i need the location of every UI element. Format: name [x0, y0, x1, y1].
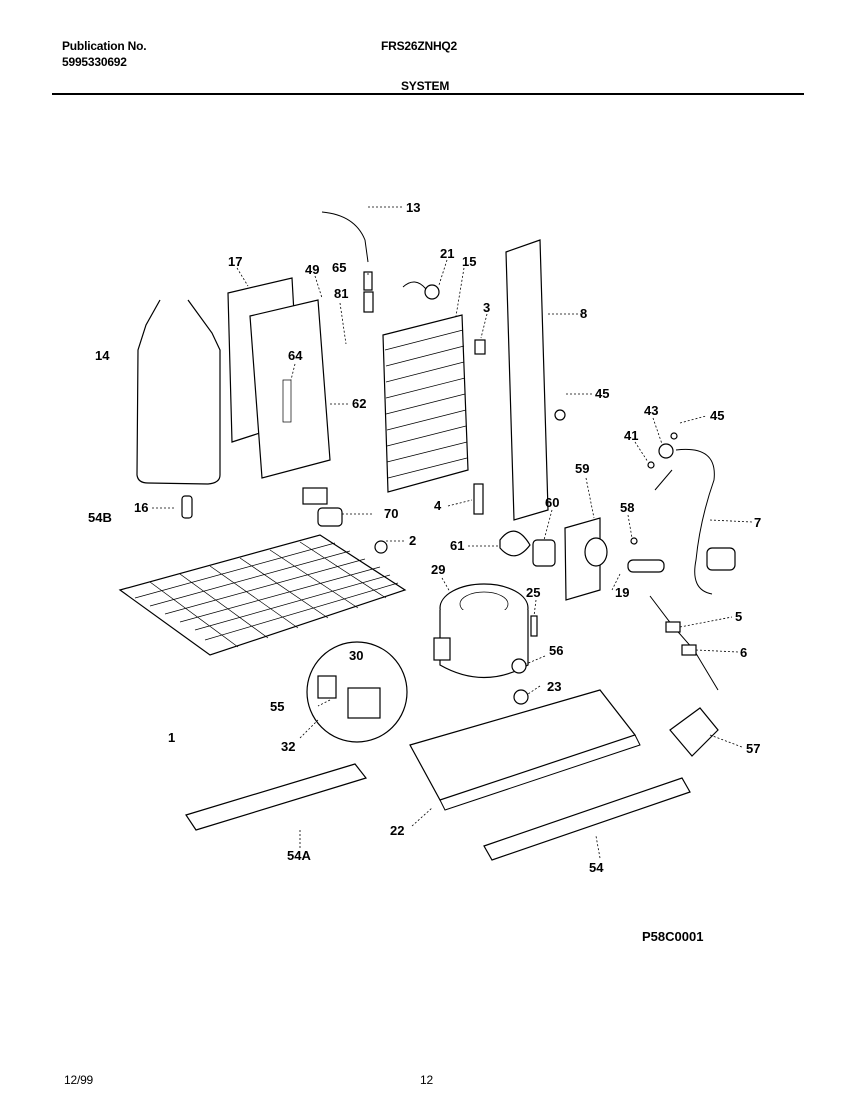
- callout-labels: 13 17 49 65 21 15 81 3 8 14 64 62 45 43 …: [88, 200, 761, 875]
- base-pan-22: [409, 689, 636, 801]
- channel-8: [505, 239, 549, 521]
- publication-label: Publication No.: [62, 39, 147, 53]
- callout-6: 6: [740, 645, 747, 660]
- callout-5: 5: [735, 609, 742, 624]
- callout-81: 81: [334, 286, 348, 301]
- callout-55: 55: [270, 699, 284, 714]
- relay-43: [658, 443, 674, 459]
- publication-number: 5995330692: [62, 55, 127, 69]
- callout-54A: 54A: [287, 848, 311, 863]
- callout-7: 7: [754, 515, 761, 530]
- compressor-terminal: [433, 637, 451, 661]
- callout-25: 25: [526, 585, 540, 600]
- valve-70: [317, 507, 343, 527]
- callout-43: 43: [644, 403, 658, 418]
- callout-64: 64: [288, 348, 303, 363]
- callout-13: 13: [406, 200, 420, 215]
- callout-2: 2: [409, 533, 416, 548]
- coil-1: [118, 534, 407, 656]
- coil-1-grid: [134, 541, 399, 648]
- callout-22: 22: [390, 823, 404, 838]
- rail-54A: [185, 763, 368, 831]
- drain-tube: [649, 595, 719, 691]
- thermostat-21: [424, 284, 440, 300]
- connector-5: [665, 621, 681, 633]
- connector-6: [681, 644, 697, 656]
- callout-19: 19: [615, 585, 629, 600]
- fitting-65: [363, 271, 373, 291]
- fitting-81: [363, 291, 374, 313]
- callout-8: 8: [580, 306, 587, 321]
- callout-29: 29: [431, 562, 445, 577]
- callout-59: 59: [575, 461, 589, 476]
- thermostat-lead: [402, 281, 427, 290]
- section-title: SYSTEM: [401, 79, 450, 93]
- relay-30: [347, 687, 381, 719]
- plug-7: [706, 547, 736, 571]
- screw-41: [647, 461, 655, 469]
- fan-shroud: [584, 537, 608, 567]
- condenser-15: [382, 314, 469, 493]
- callout-62: 62: [352, 396, 366, 411]
- insulation-14: [136, 299, 221, 485]
- clip-3: [474, 339, 486, 355]
- grommet-23: [513, 689, 529, 705]
- condenser-tubes: [384, 329, 468, 479]
- page-number: 12: [420, 1073, 433, 1087]
- bracket-70: [302, 487, 328, 505]
- callout-70: 70: [384, 506, 398, 521]
- callout-14: 14: [95, 348, 110, 363]
- foot-57: [669, 707, 719, 757]
- callout-65: 65: [332, 260, 346, 275]
- callout-3: 3: [483, 300, 490, 315]
- screw-58: [630, 537, 638, 545]
- callout-58: 58: [620, 500, 634, 515]
- overload-55: [317, 675, 337, 699]
- rail-54: [483, 777, 691, 861]
- callout-54B: 54B: [88, 510, 112, 525]
- callout-32: 32: [281, 739, 295, 754]
- leader-lines: [152, 206, 753, 859]
- capillary-tube-13: [321, 211, 369, 263]
- callout-60: 60: [545, 495, 559, 510]
- callout-41: 41: [624, 428, 638, 443]
- callout-1: 1: [168, 730, 175, 745]
- callout-45a: 45: [595, 386, 609, 401]
- callout-23: 23: [547, 679, 561, 694]
- callout-21: 21: [440, 246, 454, 261]
- callout-45b: 45: [710, 408, 724, 423]
- callout-57: 57: [746, 741, 760, 756]
- grommet-56: [511, 658, 527, 674]
- footer-date: 12/99: [64, 1073, 94, 1087]
- drier-4: [473, 483, 484, 515]
- panel-62: [249, 299, 331, 479]
- bolt-25: [530, 615, 538, 637]
- power-cord-7: [675, 448, 715, 595]
- callout-15: 15: [462, 254, 476, 269]
- callout-49: 49: [305, 262, 319, 277]
- tube-19: [627, 559, 665, 573]
- base-pan-front: [439, 734, 641, 811]
- header-rule: [52, 93, 804, 95]
- fan-bracket-59: [564, 517, 601, 601]
- diagram-code: P58C0001: [642, 929, 703, 944]
- fan-motor-60: [532, 539, 556, 567]
- callout-30: 30: [349, 648, 363, 663]
- screw-45b: [670, 432, 678, 440]
- callout-4: 4: [434, 498, 442, 513]
- cord-lead: [654, 469, 673, 491]
- screw-45a: [554, 409, 566, 421]
- callout-56: 56: [549, 643, 563, 658]
- part-drawings: [118, 206, 753, 861]
- callout-17: 17: [228, 254, 242, 269]
- fan-blade-61: [499, 530, 531, 557]
- callout-54: 54: [589, 860, 604, 875]
- grommet-2: [374, 540, 388, 554]
- bracket-64: [282, 379, 292, 423]
- model-number: FRS26ZNHQ2: [381, 39, 458, 53]
- callout-16: 16: [134, 500, 148, 515]
- callout-61: 61: [450, 538, 464, 553]
- clip-16: [181, 495, 193, 519]
